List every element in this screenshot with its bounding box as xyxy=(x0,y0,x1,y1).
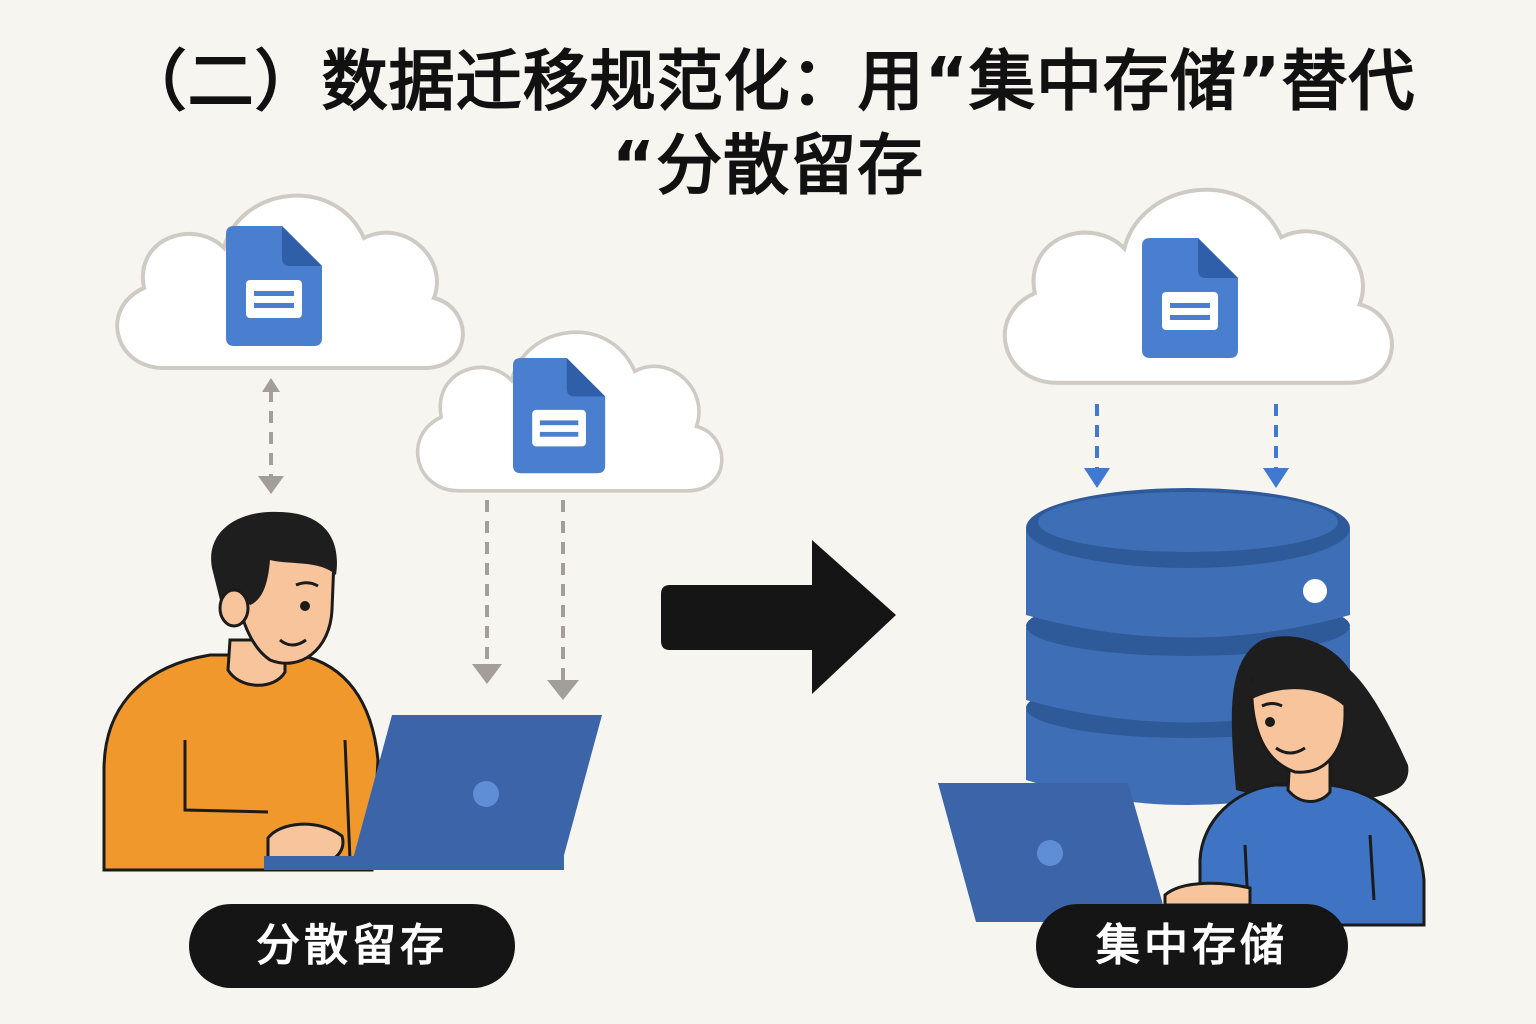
label-pill-centralized: 集中存储 xyxy=(1036,904,1348,988)
title-line-2: “分散留存 xyxy=(611,127,925,204)
dashed-arrow-icon xyxy=(269,390,565,684)
person-icon xyxy=(102,511,380,872)
dashed-arrow-icon xyxy=(1095,404,1278,470)
laptop-icon xyxy=(264,715,602,870)
right-arrow-icon xyxy=(661,540,896,694)
person-icon xyxy=(1163,636,1426,927)
label-scattered-storage: 分散留存 xyxy=(256,920,448,971)
page-title: （二）数据迁移规范化：用“集中存储”替代 “分散留存 xyxy=(0,40,1536,208)
label-pill-scattered: 分散留存 xyxy=(189,904,515,988)
label-centralized-storage: 集中存储 xyxy=(1096,920,1288,971)
arrowhead-icon xyxy=(258,378,579,700)
arrowhead-icon xyxy=(1084,468,1289,488)
title-line-1: （二）数据迁移规范化：用“集中存储”替代 xyxy=(120,43,1416,120)
